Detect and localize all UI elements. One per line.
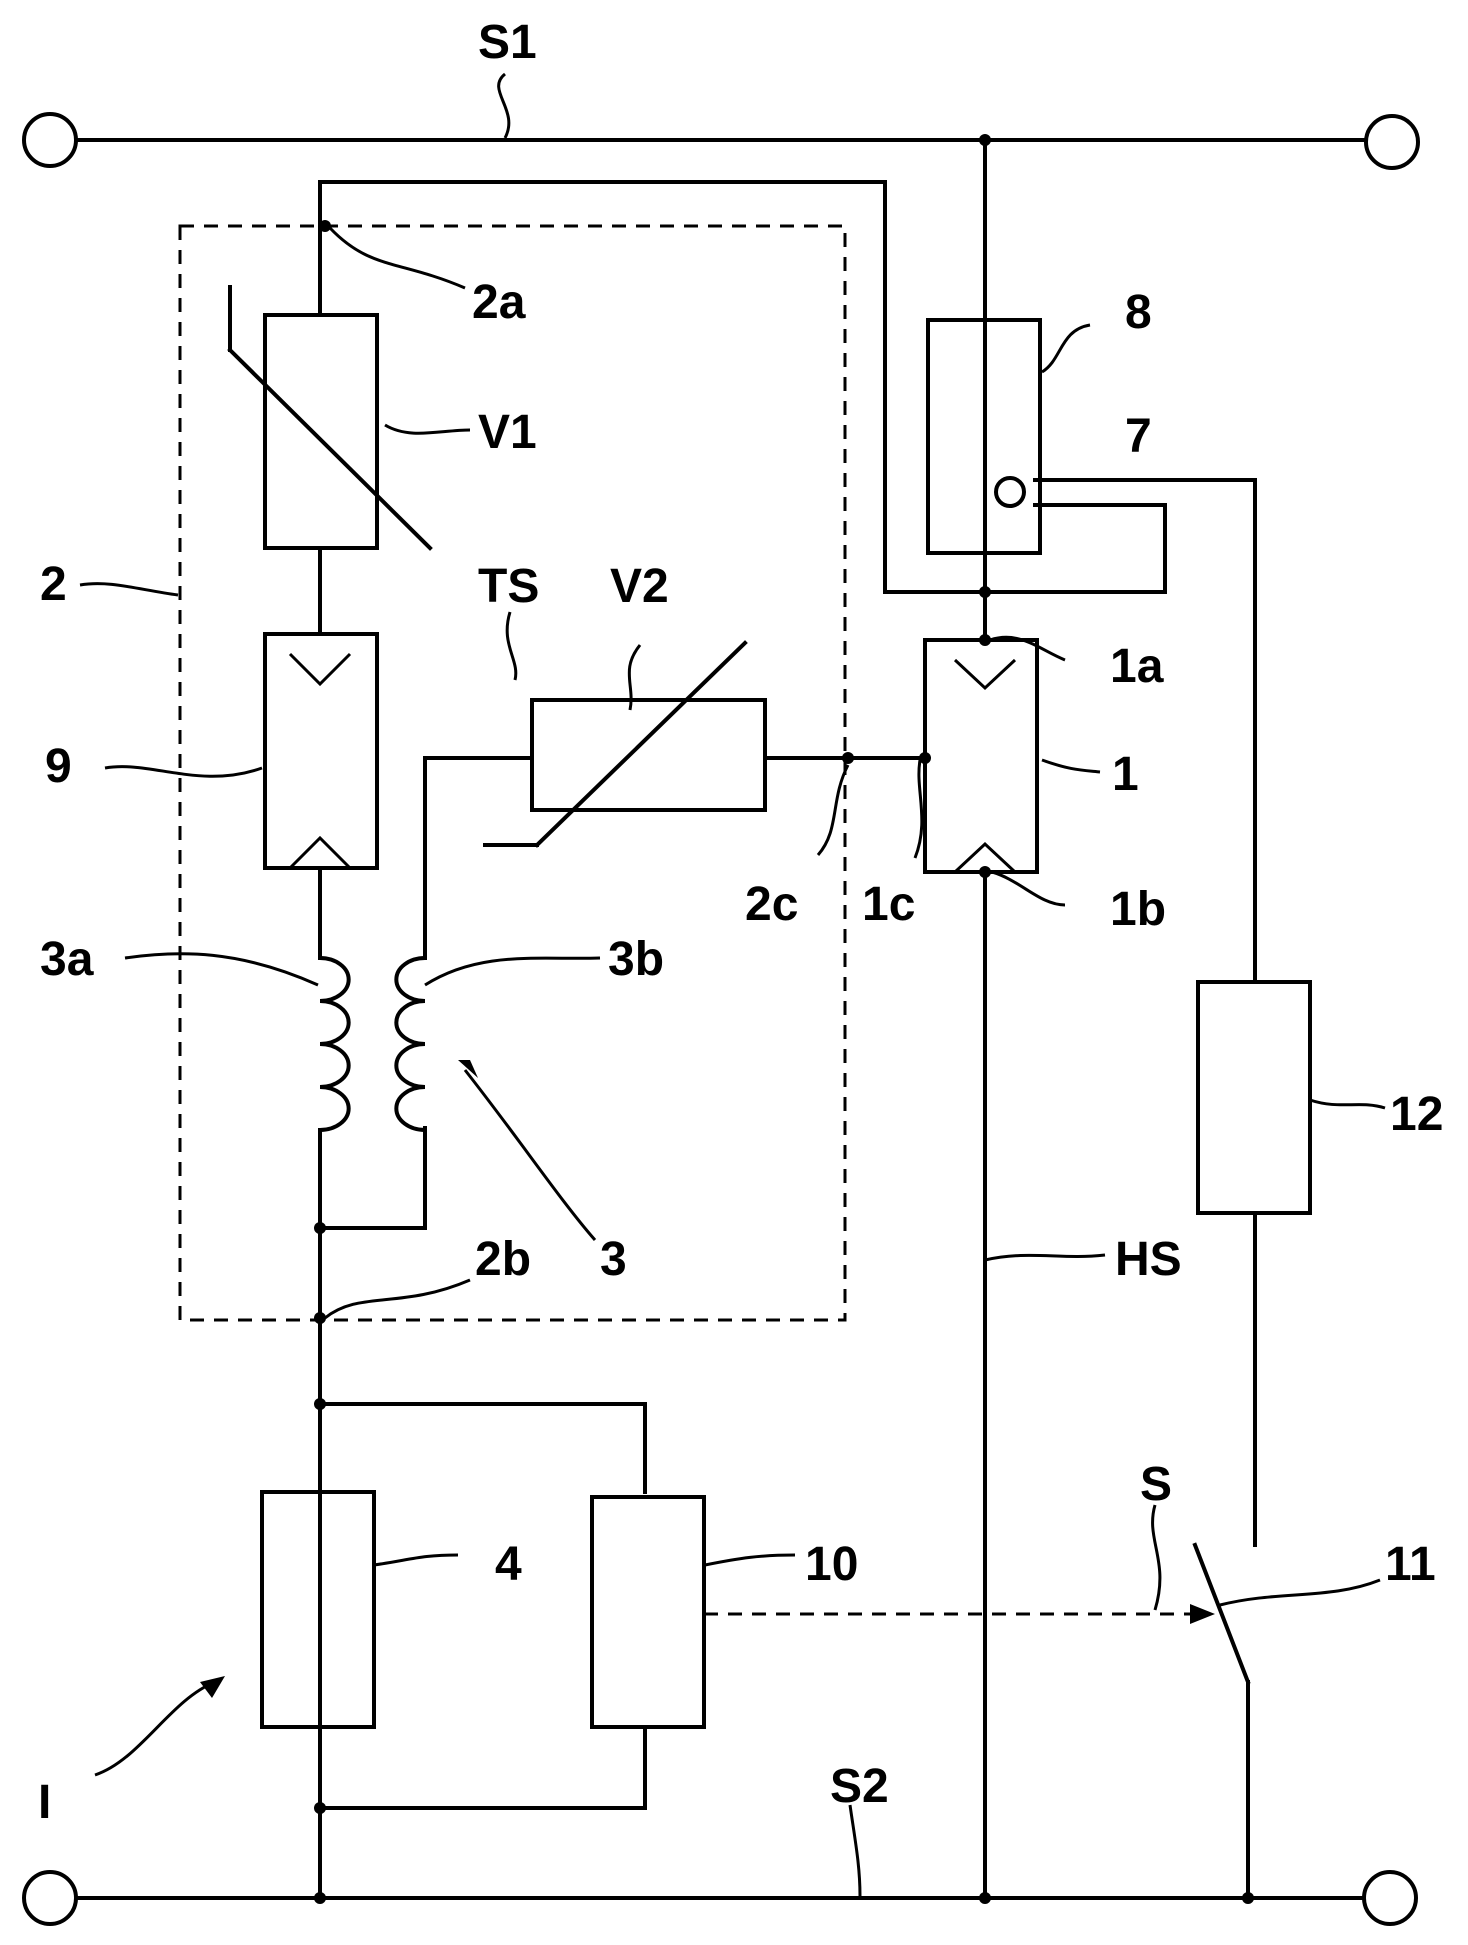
label-i: I	[38, 1776, 51, 1829]
terminal-top-right	[1366, 116, 1418, 168]
label-2c: 2c	[745, 878, 798, 931]
contact-7	[996, 478, 1024, 506]
component-10	[592, 1497, 704, 1727]
varistor-v1	[230, 287, 430, 548]
label-3: 3	[600, 1233, 627, 1286]
bus-line-s1	[24, 114, 1418, 168]
junction-dots	[314, 134, 1254, 1904]
label-1: 1	[1112, 748, 1139, 801]
component-9	[265, 634, 377, 868]
label-2b: 2b	[475, 1233, 531, 1286]
label-2: 2	[40, 558, 67, 611]
terminal-bottom-left	[24, 1872, 76, 1924]
label-s: S	[1140, 1458, 1172, 1511]
component-8	[928, 320, 1255, 553]
label-v1: V1	[478, 406, 537, 459]
label-2a: 2a	[472, 276, 526, 329]
bus-line-s2	[24, 1872, 1416, 1924]
varistor-v2	[485, 643, 765, 845]
label-1b: 1b	[1110, 883, 1166, 936]
label-4: 4	[495, 1538, 522, 1591]
label-8: 8	[1125, 286, 1152, 339]
component-1	[925, 640, 1037, 872]
transformer-3	[320, 958, 425, 1130]
label-ts: TS	[478, 560, 539, 613]
label-3b: 3b	[608, 933, 664, 986]
label-1c: 1c	[862, 878, 915, 931]
label-10: 10	[805, 1538, 858, 1591]
terminal-bottom-right	[1364, 1872, 1416, 1924]
label-7: 7	[1125, 410, 1152, 463]
label-1a: 1a	[1110, 640, 1164, 693]
label-11: 11	[1385, 1538, 1436, 1591]
label-s2: S2	[830, 1760, 889, 1813]
label-v2: V2	[610, 560, 669, 613]
label-hs: HS	[1115, 1233, 1182, 1286]
label-3a: 3a	[40, 933, 94, 986]
label-9: 9	[45, 740, 72, 793]
terminal-top-left	[24, 114, 76, 166]
label-s1: S1	[478, 16, 537, 69]
signal-s-arrow	[1190, 1604, 1215, 1624]
component-12	[1198, 982, 1310, 1213]
label-12: 12	[1390, 1088, 1443, 1141]
